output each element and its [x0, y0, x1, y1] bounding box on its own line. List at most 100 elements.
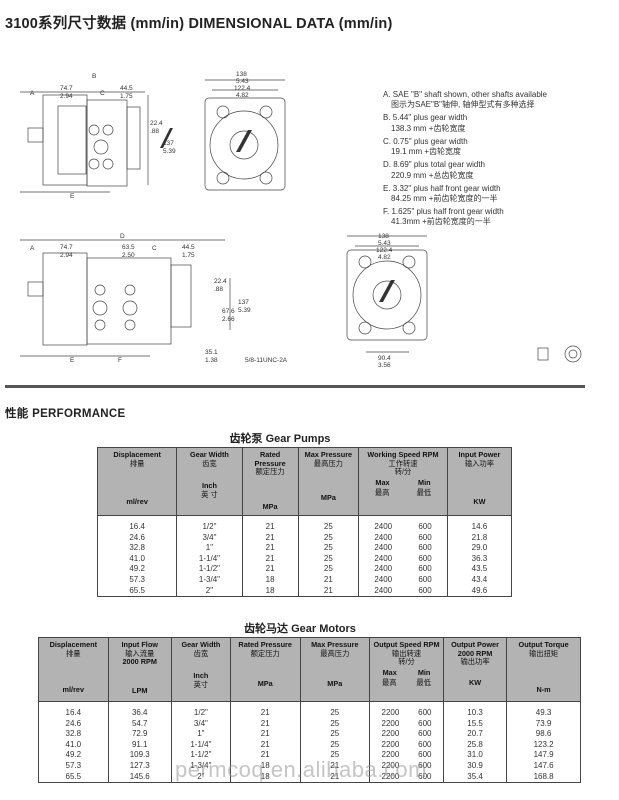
table-cell: 49.6: [446, 585, 513, 597]
dim-label-b: B: [92, 73, 96, 80]
dim-label-c: C: [100, 90, 105, 97]
dim-value: 137: [163, 140, 174, 147]
dim-value: 2.66: [222, 316, 235, 323]
dimensional-drawing: A B C E 74.7 2.94 44.5 1.75 22.4 .88 137…: [20, 71, 582, 369]
speed-value: 600: [418, 718, 432, 728]
speed-value: 2200: [381, 760, 400, 770]
speed-value: 2200: [381, 739, 400, 749]
motors-title: 齿轮马达 Gear Motors: [244, 623, 356, 635]
table-cell: 1": [170, 729, 231, 740]
speed-value: 600: [418, 750, 432, 760]
table-cell: 24.6: [96, 532, 178, 544]
dim-value: .88: [150, 128, 159, 135]
speed-value: 2200: [381, 729, 400, 739]
table-cell: 16.4: [96, 515, 178, 533]
table-cell: 2400 600: [358, 564, 448, 575]
page-title: 3100系列尺寸数据 (mm/in) DIMENSIONAL DATA (mm/…: [5, 16, 393, 32]
table-cell: 25: [299, 739, 371, 751]
dim-value: 74.7: [60, 85, 73, 92]
dim-value: 2.50: [122, 252, 135, 259]
note-item: A. SAE "B" shaft shown, other shafts ava…: [383, 90, 547, 110]
dim-value: 1.75: [182, 252, 195, 259]
dim-value: 67.6: [222, 308, 235, 315]
speed-value: 2200: [381, 708, 400, 717]
dim-value: 5.43: [378, 240, 391, 247]
table-cell: 2200 600: [369, 701, 444, 719]
dim-value: 4.82: [378, 254, 391, 261]
table-cell: 65.5: [38, 771, 109, 783]
dim-value: 137: [238, 299, 249, 306]
table-cell: 21: [241, 543, 299, 554]
table-cell: 25: [297, 515, 360, 533]
table-cell: 49.2: [96, 564, 178, 575]
table-cell: 1": [176, 543, 243, 554]
table-cell: 1/2": [170, 701, 231, 719]
speed-value: 600: [418, 574, 432, 584]
table-cell: 1-3/4": [176, 574, 243, 586]
table-cell: 30.9: [442, 760, 508, 772]
table-cell: 25: [297, 564, 360, 575]
dim-value: 63.5: [122, 244, 135, 251]
table-cell: 35.4: [442, 771, 508, 783]
table-cell: 73.9: [506, 718, 581, 730]
dim-value: 22.4: [150, 120, 163, 127]
table-cell: 25: [297, 543, 360, 554]
table-cell: 21: [229, 701, 301, 719]
speed-value: 600: [418, 543, 432, 553]
table-cell: 43.4: [446, 574, 513, 586]
table-cell: 21: [241, 532, 299, 544]
table-cell: 49.2: [38, 750, 109, 761]
speed-value: 600: [418, 564, 432, 574]
speed-value: 2400: [374, 564, 393, 574]
speed-value: 600: [418, 708, 432, 717]
table-cell: 49.3: [506, 701, 581, 719]
table-cell: 21: [241, 515, 299, 533]
table-cell: 10.3: [442, 701, 508, 719]
speed-value: 2400: [374, 585, 393, 595]
table-cell: 65.5: [96, 585, 178, 597]
table-cell: 21: [297, 585, 360, 597]
table-cell: 21: [297, 574, 360, 586]
dim-label-a: A: [30, 245, 35, 252]
table-cell: 168.8: [506, 771, 581, 783]
table-cell: 2": [170, 771, 231, 783]
dim-value: 4.82: [236, 92, 249, 99]
table-cell: 1-1/4": [170, 739, 231, 751]
speed-value: 2200: [381, 771, 400, 781]
dim-value: .88: [214, 286, 223, 293]
section-heading: 性能 PERFORMANCE: [5, 408, 126, 420]
dim-label-c: C: [152, 245, 157, 252]
speed-value: 600: [418, 553, 432, 563]
table-cell: 21: [229, 750, 301, 761]
table-cell: 18: [229, 771, 301, 783]
dim-value: 138: [378, 233, 389, 240]
speed-value: 600: [418, 739, 432, 749]
table-cell: 18: [241, 574, 299, 586]
table-cell: 145.6: [107, 771, 172, 783]
table-cell: 18: [229, 760, 301, 772]
table-cell: 2200 600: [369, 739, 444, 751]
table-cell: 36.3: [446, 553, 513, 565]
dim-value: 22.4: [214, 278, 227, 285]
table-cell: 2": [176, 585, 243, 597]
dim-value: 1.38: [205, 357, 218, 364]
dim-value: 2.94: [60, 93, 73, 100]
dim-value: 90.4: [378, 355, 391, 362]
table-cell: 31.0: [442, 750, 508, 761]
